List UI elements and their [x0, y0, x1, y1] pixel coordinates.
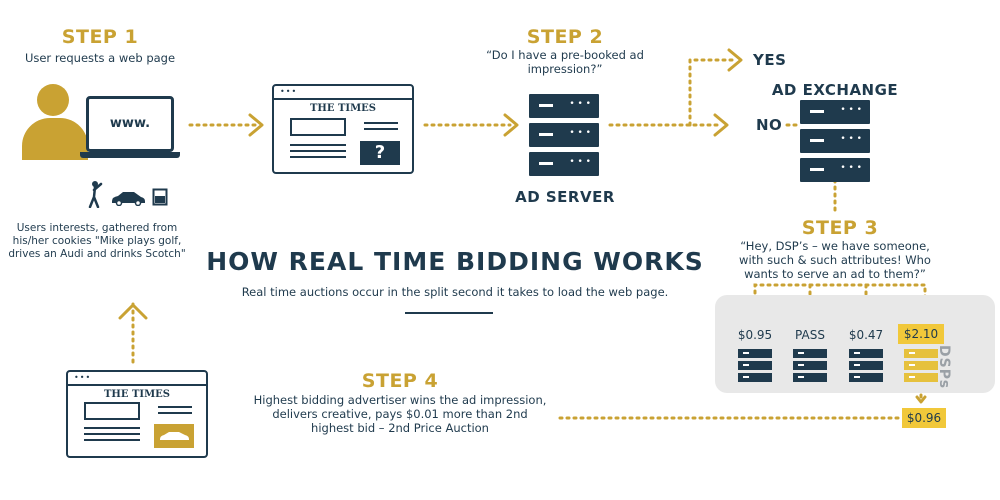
laptop-icon: www.	[80, 96, 184, 160]
text-line	[364, 128, 398, 130]
text-line	[84, 439, 140, 441]
url-text: www.	[109, 116, 151, 131]
dsp-bid-1: $0.95	[737, 328, 773, 342]
text-line	[84, 433, 140, 435]
arrowhead-yes	[727, 48, 743, 72]
page-title: HOW REAL TIME BIDDING WORKS	[206, 247, 704, 276]
arrow-branch-yes	[688, 58, 737, 127]
arrowhead-up	[118, 303, 148, 320]
text-line	[290, 156, 346, 158]
car-icon	[110, 190, 146, 207]
text-line	[364, 122, 398, 124]
text-line	[158, 412, 192, 414]
ad-exchange-label: AD EXCHANGE	[771, 81, 899, 99]
dsp-server-1	[738, 349, 772, 385]
arrowhead-browser	[248, 113, 264, 137]
golfer-icon	[85, 180, 105, 209]
step2-text: “Do I have a pre-booked ad impression?”	[486, 48, 644, 76]
dsp-server-2	[793, 349, 827, 385]
ad-exchange-server-icon	[800, 100, 870, 187]
browser-content-block	[290, 118, 346, 136]
browser-topbar: •••	[68, 372, 206, 386]
page-subtitle: Real time auctions occur in the split se…	[241, 285, 669, 299]
dsp-bid-3: $0.47	[848, 328, 884, 342]
browser-dots: •••	[74, 373, 92, 382]
browser-dots: •••	[280, 87, 298, 96]
step2-title: STEP 2	[526, 26, 604, 48]
user-interests-text: Users interests, gathered from his/her c…	[8, 222, 186, 260]
arrow-dsp-branch	[753, 283, 927, 302]
dsp-bid-winning: $2.10	[898, 324, 944, 344]
winning-price: $0.96	[902, 408, 946, 428]
text-line	[84, 427, 140, 429]
browser-window-delivered: ••• THE TIMES	[66, 370, 208, 458]
glass-icon	[152, 188, 168, 206]
title-divider	[405, 312, 493, 314]
step4-title: STEP 4	[361, 370, 439, 392]
dsp-label: DSPs	[936, 345, 952, 390]
ad-slot-unknown: ?	[360, 141, 400, 165]
browser-window-request: ••• THE TIMES ?	[272, 84, 414, 174]
step3-text: “Hey, DSP’s – we have someone, with such…	[739, 239, 931, 281]
arrowhead-server	[503, 113, 519, 137]
text-line	[158, 406, 192, 408]
browser-content-block	[84, 402, 140, 420]
decision-no: NO	[756, 116, 783, 134]
step1-title: STEP 1	[61, 26, 139, 48]
browser-masthead: THE TIMES	[309, 103, 377, 114]
delivered-car-ad	[154, 424, 194, 448]
user-icon	[22, 84, 92, 160]
arrowhead-no	[713, 113, 729, 137]
dsp-bid-2: PASS	[795, 328, 825, 342]
text-line	[290, 150, 346, 152]
step3-title: STEP 3	[801, 217, 879, 239]
step4-text: Highest bidding advertiser wins the ad i…	[253, 393, 547, 435]
browser-topbar: •••	[274, 86, 412, 100]
dsp-server-winner	[904, 349, 938, 385]
ad-server-icon	[529, 94, 599, 181]
step1-text: User requests a web page	[24, 51, 176, 65]
decision-yes: YES	[753, 51, 787, 69]
dsp-server-3	[849, 349, 883, 385]
browser-masthead: THE TIMES	[103, 389, 171, 400]
text-line	[290, 144, 346, 146]
ad-server-label: AD SERVER	[515, 188, 615, 206]
